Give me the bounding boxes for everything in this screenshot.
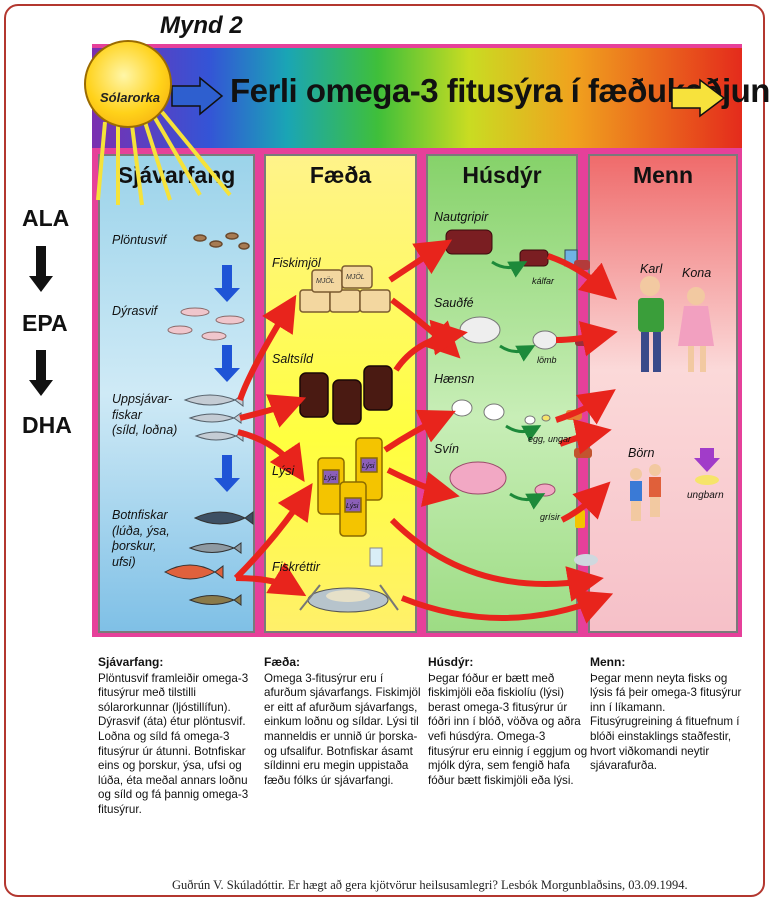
food-label-cod-liver-oil: Lýsi: [272, 464, 294, 480]
citation: Guðrún V. Skúladóttir. Er hægt að gera k…: [172, 878, 688, 893]
young-label-piglets: grísir: [540, 512, 560, 522]
sea-label-phytoplankton: Plöntusvif: [112, 233, 166, 249]
livestock-label-pigs: Svín: [434, 442, 459, 458]
livestock-label-poultry: Hænsn: [434, 372, 474, 388]
young-label-calves: kálfar: [532, 276, 554, 286]
children-figures: [630, 464, 661, 521]
pig-icons: [450, 462, 555, 496]
caption-people: Menn: Þegar menn neyta fisks og lýsis fá…: [590, 655, 750, 774]
caption-heading: Húsdýr:: [428, 655, 588, 670]
young-label-lambs: lömb: [537, 355, 557, 365]
people-label-children: Börn: [628, 446, 654, 462]
sea-label-pelagic-fish: Uppsjávar- fiskar (síld, loðna): [112, 392, 177, 439]
side-label-dha: DHA: [22, 412, 72, 439]
caption-food: Fæða: Omega 3-fitusýrur eru í afurðum sj…: [264, 655, 424, 788]
banner-arrows: [172, 78, 724, 116]
plankton-icons: [194, 233, 249, 249]
sheep-icons: [460, 317, 557, 349]
bottle-label: Lýsi: [362, 463, 375, 470]
caption-heading: Menn:: [590, 655, 750, 670]
young-label-eggs-chicks: egg, ungar: [528, 434, 571, 444]
caption-sea: Sjávarfang: Plöntusvif framleiðir omega-…: [98, 655, 258, 818]
sea-label-bottom-fish: Botnfiskar (lúða, ýsa, þorskur, ufsi): [112, 508, 170, 571]
people-label-man: Karl: [640, 262, 662, 278]
caption-text: Plöntusvif framleiðir omega-3 fitusýrur …: [98, 672, 258, 818]
baby-figure: [694, 448, 720, 485]
food-label-fishmeal: Fiskimjöl: [272, 256, 321, 272]
food-label-fish-dishes: Fiskréttir: [272, 560, 320, 576]
zooplankton-icons: [168, 308, 244, 340]
bottle-label: Lýsi: [346, 503, 359, 510]
man-figure: [638, 276, 664, 372]
caption-text: Þegar menn neyta fisks og lýsis fá þeir …: [590, 672, 750, 774]
people-label-infant: ungbarn: [687, 490, 724, 501]
caption-livestock: Húsdýr: Þegar fóður er bætt með fiskimjö…: [428, 655, 588, 788]
caption-text: Þegar fóður er bætt með fiskimjöli eða f…: [428, 672, 588, 789]
pelagic-fish-icons: [185, 394, 243, 441]
people-label-woman: Kona: [682, 266, 711, 282]
side-label-epa: EPA: [22, 310, 68, 337]
caption-heading: Fæða:: [264, 655, 424, 670]
sack-label: MJÖL: [346, 273, 365, 281]
cattle-icons: [446, 230, 548, 266]
bottle-label: Lýsi: [324, 475, 337, 482]
sea-label-zooplankton: Dýrasvif: [112, 304, 157, 320]
fish-dish-plate: [300, 548, 398, 612]
caption-text: Omega 3-fitusýrur eru í afurðum sjávarfa…: [264, 672, 424, 789]
sun-icon: [84, 40, 172, 128]
herring-barrels: [300, 366, 392, 424]
cod-liver-oil-bottles: [318, 438, 382, 536]
side-label-ala: ALA: [22, 205, 69, 232]
chicken-icons: [452, 400, 550, 424]
sea-blue-arrows: [214, 265, 240, 492]
woman-figure: [678, 287, 714, 372]
food-label-salted-herring: Saltsíld: [272, 352, 313, 368]
fishmeal-sacks: [300, 266, 390, 312]
livestock-label-sheep: Sauðfé: [434, 296, 474, 312]
sun-label: Sólarorka: [90, 90, 170, 105]
sack-label: MJÖL: [316, 277, 335, 285]
livestock-label-cattle: Nautgripir: [434, 210, 488, 226]
caption-heading: Sjávarfang:: [98, 655, 258, 670]
bottom-fish-icons: [165, 512, 253, 605]
livestock-green-arrows: [492, 262, 540, 500]
